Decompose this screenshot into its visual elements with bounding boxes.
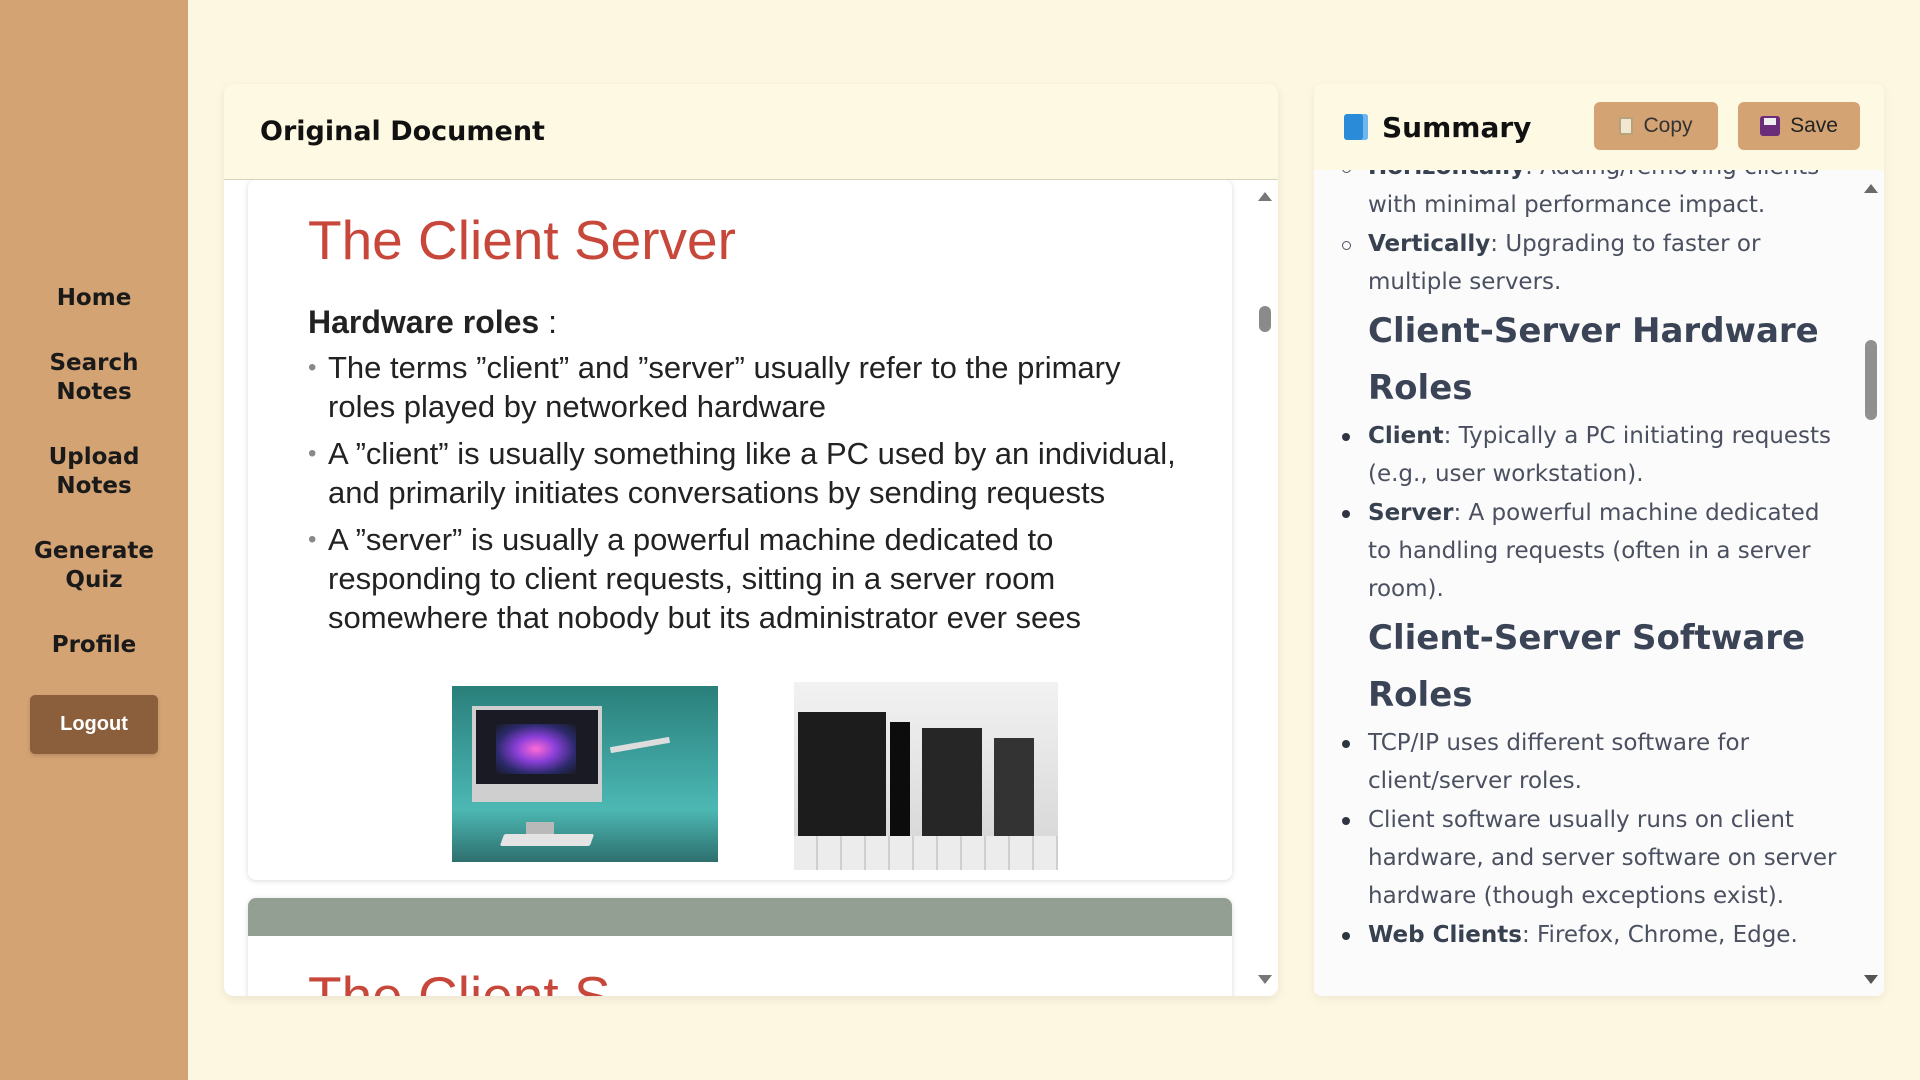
slide-bullet: A ”client” is usually something like a P… bbox=[308, 434, 1188, 512]
slide-bullets: The terms ”client” and ”server” usually … bbox=[308, 348, 1188, 645]
summary-list: TCP/IP uses different software for clien… bbox=[1342, 724, 1840, 954]
slide-bullet: The terms ”client” and ”server” usually … bbox=[308, 348, 1188, 426]
summary-scrollbar[interactable] bbox=[1858, 170, 1884, 996]
slide: The Client Server Hardware roles : The t… bbox=[248, 180, 1232, 880]
slide: The Client S bbox=[248, 898, 1232, 996]
sidebar-nav: Home Search Notes Upload Notes Generate … bbox=[0, 284, 188, 754]
list-item: Web Clients: Firefox, Chrome, Edge. bbox=[1342, 916, 1840, 954]
scrollbar-thumb[interactable] bbox=[1259, 306, 1271, 332]
document-title: Original Document bbox=[260, 116, 545, 147]
slide-subtitle-text: Hardware roles bbox=[308, 304, 540, 340]
summary-heading: Client-Server Hardware Roles bbox=[1368, 311, 1819, 408]
list-item: TCP/IP uses different software for clien… bbox=[1342, 724, 1840, 800]
slide-subtitle-suffix: : bbox=[539, 304, 557, 340]
sidebar-item-upload-notes[interactable]: Upload Notes bbox=[48, 444, 140, 499]
document-header: Original Document bbox=[224, 84, 1278, 180]
sidebar-item-generate-quiz[interactable]: Generate Quiz bbox=[34, 538, 154, 593]
scroll-up-arrow-icon[interactable] bbox=[1258, 192, 1272, 201]
summary-panel: Summary Copy Save Horizontally: Adding/r… bbox=[1314, 84, 1884, 996]
clipboard-icon bbox=[1619, 117, 1634, 135]
list-item: Vertically: Upgrading to faster or multi… bbox=[1342, 225, 1840, 301]
slide-bullet: A ”server” is usually a powerful machine… bbox=[308, 520, 1188, 637]
slide-header-bar bbox=[248, 898, 1232, 936]
list-item: Client software usually runs on client h… bbox=[1342, 801, 1840, 915]
original-document-panel: Original Document The Client Server Hard… bbox=[224, 84, 1278, 996]
document-viewer[interactable]: The Client Server Hardware roles : The t… bbox=[224, 180, 1278, 996]
summary-title: Summary bbox=[1382, 110, 1532, 144]
logout-button[interactable]: Logout bbox=[30, 695, 158, 754]
imac-photo bbox=[452, 686, 718, 862]
summary-heading: Client-Server Software Roles bbox=[1368, 618, 1806, 715]
copy-label: Copy bbox=[1643, 114, 1693, 137]
slide-title: The Client S bbox=[308, 965, 611, 996]
copy-button[interactable]: Copy bbox=[1594, 102, 1718, 150]
summary-content: Horizontally: Adding/removing clients wi… bbox=[1342, 170, 1840, 955]
scroll-down-arrow-icon[interactable] bbox=[1258, 975, 1272, 984]
save-label: Save bbox=[1790, 114, 1838, 137]
sidebar: Home Search Notes Upload Notes Generate … bbox=[0, 0, 188, 1080]
summary-body[interactable]: Horizontally: Adding/removing clients wi… bbox=[1314, 170, 1884, 996]
list-item: Client: Typically a PC initiating reques… bbox=[1342, 417, 1840, 493]
blue-book-icon bbox=[1344, 114, 1368, 140]
scrollbar-thumb[interactable] bbox=[1865, 340, 1877, 420]
sidebar-item-profile[interactable]: Profile bbox=[51, 632, 137, 658]
list-item: Server: A powerful machine dedicated to … bbox=[1342, 494, 1840, 608]
list-item: Horizontally: Adding/removing clients wi… bbox=[1342, 170, 1840, 224]
server-room-photo bbox=[794, 682, 1058, 870]
summary-header: Summary Copy Save bbox=[1314, 84, 1884, 170]
document-scrollbar[interactable] bbox=[1250, 180, 1278, 996]
sidebar-item-home[interactable]: Home bbox=[56, 285, 132, 311]
slide-title: The Client Server bbox=[308, 209, 736, 271]
slide-subtitle: Hardware roles : bbox=[308, 304, 557, 341]
summary-list: Horizontally: Adding/removing clients wi… bbox=[1342, 170, 1840, 301]
scroll-down-arrow-icon[interactable] bbox=[1864, 975, 1878, 984]
summary-list: Client: Typically a PC initiating reques… bbox=[1342, 417, 1840, 608]
floppy-disk-icon bbox=[1760, 116, 1781, 136]
sidebar-item-search-notes[interactable]: Search Notes bbox=[49, 350, 139, 405]
scroll-up-arrow-icon[interactable] bbox=[1864, 184, 1878, 193]
save-button[interactable]: Save bbox=[1738, 102, 1860, 150]
